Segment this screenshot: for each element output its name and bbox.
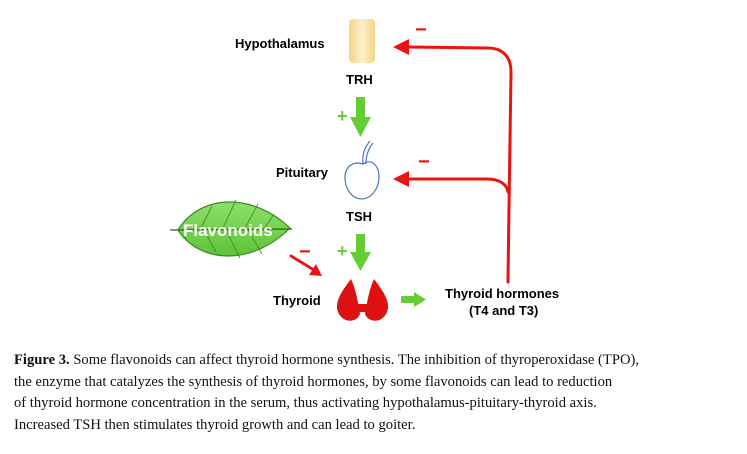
- pituitary-shape: [344, 140, 380, 200]
- feedback-arrowhead-hypothalamus: [393, 39, 409, 55]
- thyroid-hormones-label: Thyroid hormones: [445, 286, 559, 301]
- hpt-axis-diagram: Hypothalamus TRH + Pituitary TSH + Flavo…: [169, 19, 559, 321]
- feedback-arrowhead-pituitary: [393, 171, 409, 187]
- flavonoids-leaf: [169, 199, 293, 259]
- plus-sign-trh: +: [337, 106, 348, 126]
- negative-feedback-loop: [406, 45, 513, 284]
- thyroid-label: Thyroid: [273, 293, 321, 308]
- flavonoids-label: Flavonoids: [183, 221, 273, 240]
- stimulate-arrow-tsh: [350, 234, 371, 271]
- figure-caption-line-4: Increased TSH then stimulates thyroid gr…: [14, 416, 416, 433]
- figure-caption-line-1: Some flavonoids can affect thyroid hormo…: [69, 352, 639, 368]
- inhibit-arrow-flavonoids: [289, 254, 322, 276]
- plus-sign-tsh: +: [337, 241, 348, 261]
- stimulate-arrow-trh: [350, 97, 371, 137]
- stimulate-arrow-hormones: [401, 292, 426, 307]
- thyroid-shape: [336, 279, 389, 321]
- pituitary-label: Pituitary: [276, 165, 329, 180]
- hypothalamus-shape: [349, 19, 375, 63]
- figure-caption-label: Figure 3.: [14, 352, 70, 368]
- thyroid-hormones-sub-label: (T4 and T3): [469, 303, 538, 318]
- minus-sign-flavonoids: −: [299, 241, 311, 263]
- hypothalamus-label: Hypothalamus: [235, 36, 325, 51]
- tsh-label: TSH: [346, 209, 372, 224]
- trh-label: TRH: [346, 72, 373, 87]
- minus-sign-pituitary: −: [418, 151, 430, 173]
- figure-caption: Figure 3. Some flavonoids can affect thy…: [14, 350, 739, 436]
- minus-sign-hypothalamus: −: [415, 19, 427, 41]
- figure-caption-line-2: the enzyme that catalyzes the synthesis …: [14, 373, 613, 390]
- figure-caption-line-3: of thyroid hormone concentration in the …: [14, 395, 597, 412]
